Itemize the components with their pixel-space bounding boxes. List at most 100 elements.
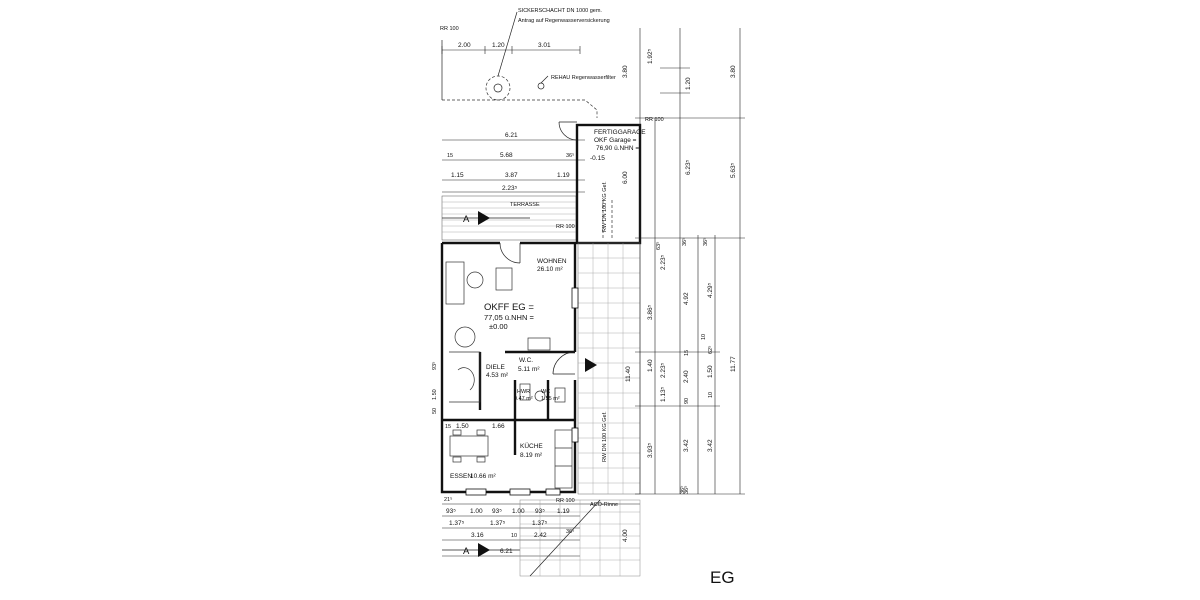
soakaway-shaft: [485, 75, 511, 101]
note-filter: REHAU Regenwasserfilter: [551, 75, 616, 81]
bottom-area: [442, 499, 641, 577]
dim-b-215: 21⁵: [444, 496, 452, 503]
dining-table: [449, 435, 489, 457]
garage-nhn: 76,90 ü.NHN =: [596, 145, 639, 152]
kitchen-counter: [554, 429, 573, 489]
dim-b-400: 4.00: [622, 529, 629, 542]
sofa: [445, 261, 465, 305]
dim-r3-4295: 4.29⁵: [707, 282, 714, 298]
dim-365-top: 36⁵: [566, 152, 574, 159]
dim-r3-380: 3.80: [730, 65, 737, 78]
room-wohnen-area: 26.10 m²: [537, 266, 563, 273]
dim-b-119: 1.19: [557, 508, 570, 515]
dim-621-top: 6.21: [505, 132, 518, 139]
dim-r1-1140: 11.40: [625, 366, 632, 382]
note-regenwasser: Antrag auf Regenwasserversickerung: [518, 18, 610, 24]
dim-r1-1925: 1.92⁵: [647, 48, 654, 64]
room-wc2-area: 1.55 m²: [541, 396, 560, 402]
floor-label: EG: [710, 568, 735, 587]
dim-b-1375c: 1.37⁵: [532, 520, 548, 527]
garage-title: FERTIGGARAGE: [594, 129, 646, 136]
room-kueche-name: KÜCHE: [520, 442, 543, 450]
dim-r1-365a: 36⁵: [681, 238, 688, 246]
section-mark-lower: A: [463, 546, 470, 557]
room-hwr-name: HWR: [517, 389, 530, 395]
dim-r1-6235: 6.23⁵: [685, 159, 692, 175]
dim-568: 5.68: [500, 152, 513, 159]
dim-r2-635: 63⁵: [655, 242, 662, 250]
dim-r2-240: 2.40: [683, 370, 690, 383]
dim-top-c: 3.01: [538, 42, 551, 49]
dim-15: 15: [447, 153, 453, 159]
room-hwr-area: 0.47 m²: [514, 396, 533, 402]
dim-b-935a: 93⁵: [446, 508, 456, 515]
dim-top-d: 3.80: [622, 65, 629, 78]
dim-left-150: 1.50: [432, 389, 438, 400]
dim-115: 1.15: [451, 172, 464, 179]
dim-b-100: 1.00: [470, 508, 483, 515]
annotations: SICKERSCHACHT DN 1000 gem. Antrag auf Re…: [440, 8, 735, 587]
room-essen-name: ESSEN: [450, 473, 472, 480]
dim-b-150: 1.50: [456, 423, 469, 430]
entrance-arrow: [585, 358, 597, 372]
garage-level: -0.15: [590, 155, 605, 162]
dim-r1-2235b: 2.23⁵: [660, 362, 667, 378]
dim-r1-1135: 1.13⁵: [660, 386, 667, 402]
dim-2235-top: 2.23⁵: [502, 185, 518, 192]
dim-b-1375a: 1.37⁵: [449, 520, 465, 527]
section-arrow-lower: [478, 543, 490, 557]
room-wc-name: W.C.: [519, 357, 533, 364]
right-dimensions: [635, 28, 745, 495]
dim-r3-342: 3.42: [707, 439, 714, 452]
dim-r2-342: 3.42: [683, 439, 690, 452]
note-aco: ACO-Rinne: [590, 502, 618, 508]
dim-b-1375b: 1.37⁵: [490, 520, 506, 527]
dim-r1-2235: 2.23⁵: [660, 254, 667, 270]
okff-line2: 77,05 ü.NHN =: [484, 313, 534, 322]
terrace-label: TERRASSE: [510, 202, 540, 208]
side-path: [577, 242, 641, 495]
dim-b-316: 3.16: [471, 532, 484, 539]
dim-r1-865: 3.86⁵: [647, 304, 654, 320]
rr-label-1: RR 100: [440, 26, 459, 32]
dim-b-10: 10: [511, 533, 517, 539]
dim-r3-10: 10: [701, 334, 707, 340]
dim-r2-15: 15: [684, 350, 690, 356]
rw-note-lower: RW DN 100 KG Gef.: [602, 411, 608, 462]
room-essen-area: 10.66 m²: [470, 473, 496, 480]
rw-note-upper: RW DN 100 KG Gef.: [602, 181, 608, 232]
round-table: [454, 326, 476, 348]
terrace: [441, 195, 577, 241]
dimension-labels: 2.00 1.20 3.01 3.80 6.21 15 5.68 36⁵ 1.1…: [431, 42, 737, 555]
dim-left-50: 50: [432, 408, 438, 414]
dim-b-15: 15: [445, 424, 451, 430]
rr-label-3: RR 100: [556, 224, 575, 230]
rainwater-filter: [537, 82, 545, 90]
dim-119-top: 1.19: [557, 172, 570, 179]
section-arrow-upper: [478, 211, 490, 225]
okff-line3: ±0.00: [489, 322, 508, 331]
dim-top-b: 1.20: [492, 42, 505, 49]
okff-line1: OKFF EG =: [484, 302, 534, 313]
dim-garage-600: 6.00: [622, 171, 629, 184]
room-wc2-name: WC: [541, 389, 550, 395]
dim-b-242: 2.42: [534, 532, 547, 539]
dim-r3-150: 1.50: [707, 365, 714, 378]
room-wohnen-name: WOHNEN: [537, 258, 567, 265]
dim-r3-10b: 10: [708, 392, 714, 398]
dim-r3-5635: 5.63⁵: [730, 162, 737, 178]
dim-b-935c: 93⁵: [535, 508, 545, 515]
house-walls: [440, 241, 579, 496]
section-mark-upper: A: [463, 214, 470, 225]
dim-r1-140: 1.40: [647, 359, 654, 372]
dim-r1-3935: 3.93⁵: [647, 442, 654, 458]
dim-r2-492: 4.92: [683, 292, 690, 305]
top-dimensions: [441, 46, 585, 193]
dim-r3-365: 36⁵: [702, 238, 709, 246]
dim-b-935b: 93⁵: [492, 508, 502, 515]
dim-b-100b: 1.00: [512, 508, 525, 515]
dim-r2-365: 36⁵: [683, 486, 690, 494]
room-diele-area: 4.53 m²: [486, 372, 509, 379]
room-diele-name: DIELE: [486, 364, 505, 371]
